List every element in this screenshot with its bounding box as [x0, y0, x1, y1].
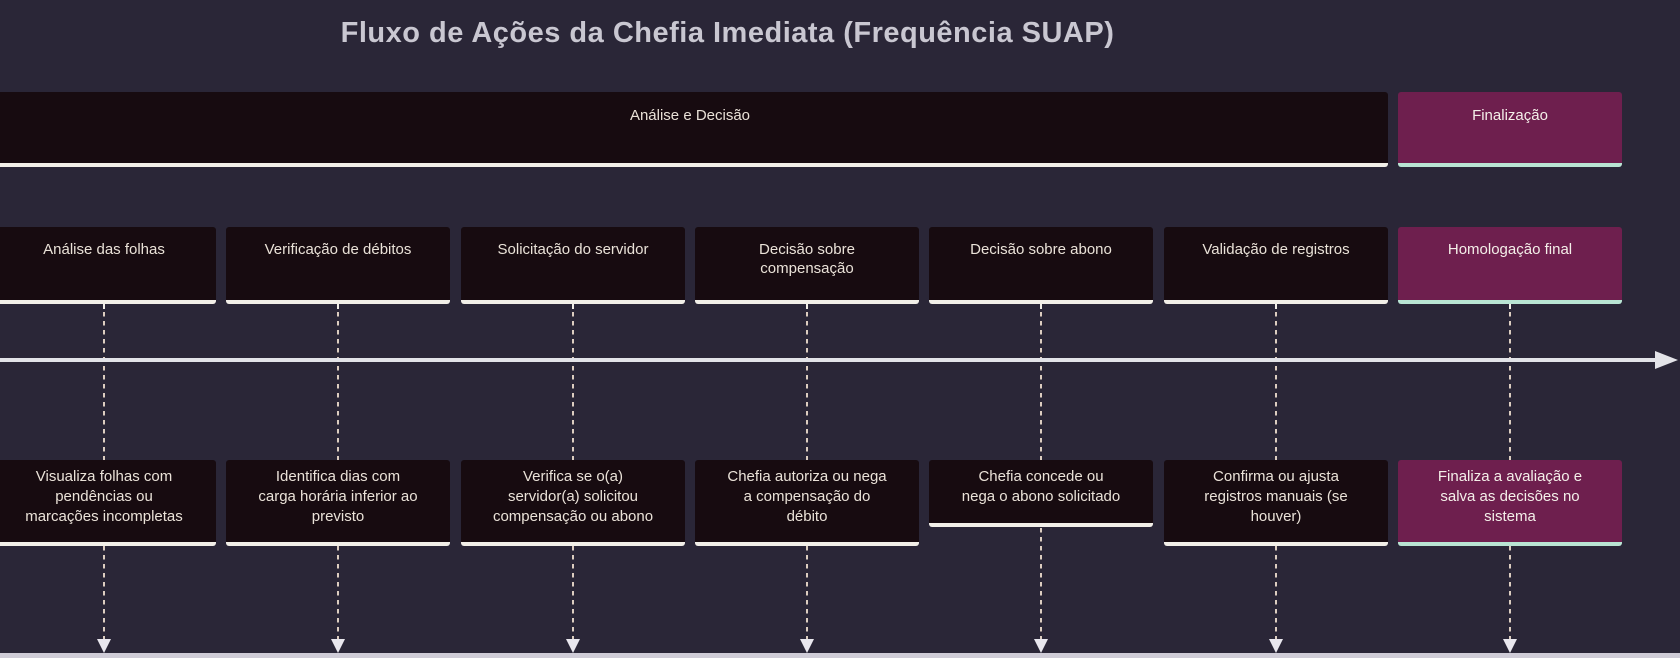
stage-box: Decisão sobre abono	[929, 227, 1153, 304]
timeline-column: Análise das folhas Visualiza folhas com …	[0, 0, 216, 658]
detail-label: Visualiza folhas com pendências ou marca…	[25, 468, 183, 525]
stage-label: Validação de registros	[1202, 241, 1350, 258]
connector-tick	[337, 303, 339, 309]
timeline-column: Homologação final Finaliza a avaliação e…	[1398, 0, 1622, 658]
timeline-axis-arrowhead-icon	[1655, 351, 1678, 369]
stage-label: Solicitação do servidor	[497, 241, 649, 258]
section-band-finalizacao: Finalização	[1398, 92, 1622, 167]
timeline-column: Validação de registros Confirma ou ajust…	[1164, 0, 1388, 658]
connector-tick	[1275, 303, 1277, 309]
down-arrow-icon	[331, 639, 345, 653]
timeline-axis-line	[0, 358, 1657, 362]
timeline-column: Decisão sobre abono Chefia concede ou ne…	[929, 0, 1153, 658]
detail-label: Chefia autoriza ou nega a compensação do…	[727, 468, 887, 525]
stage-box: Validação de registros	[1164, 227, 1388, 304]
stage-label: Decisão sobre abono	[970, 241, 1112, 258]
section-band-analise-e-decisao: Análise e Decisão	[0, 92, 1388, 167]
section-label: Finalização	[1472, 107, 1548, 124]
stage-label: Análise das folhas	[43, 241, 165, 258]
timeline-column: Verificação de débitos Identifica dias c…	[226, 0, 450, 658]
connector-tick	[1040, 303, 1042, 309]
down-arrow-icon	[566, 639, 580, 653]
down-arrow-icon	[97, 639, 111, 653]
detail-box: Chefia concede ou nega o abono solicitad…	[929, 460, 1153, 527]
down-arrow-icon	[800, 639, 814, 653]
detail-label: Chefia concede ou nega o abono solicitad…	[961, 468, 1121, 505]
detail-label: Verifica se o(a) servidor(a) solicitou c…	[492, 468, 654, 525]
detail-label: Finaliza a avaliação e salva as decisões…	[1437, 468, 1583, 525]
down-arrow-icon	[1269, 639, 1283, 653]
connector-tick	[806, 303, 808, 309]
detail-box: Identifica dias com carga horária inferi…	[226, 460, 450, 546]
down-arrow-icon	[1503, 639, 1517, 653]
connector-tick	[103, 303, 105, 309]
timeline-column: Decisão sobre compensação Chefia autoriz…	[695, 0, 919, 658]
timeline-column: Solicitação do servidor Verifica se o(a)…	[461, 0, 685, 658]
stage-box: Decisão sobre compensação	[695, 227, 919, 304]
stage-label: Verificação de débitos	[264, 241, 412, 258]
connector-tick	[1509, 303, 1511, 309]
detail-box: Finaliza a avaliação e salva as decisões…	[1398, 460, 1622, 546]
diagram-title: Fluxo de Ações da Chefia Imediata (Frequ…	[340, 17, 1115, 49]
connector-tick	[572, 303, 574, 309]
detail-label: Confirma ou ajusta registros manuais (se…	[1204, 468, 1348, 525]
stage-label: Decisão sobre compensação	[759, 241, 855, 277]
stage-label: Homologação final	[1447, 241, 1573, 258]
stage-box: Verificação de débitos	[226, 227, 450, 304]
stage-box: Homologação final	[1398, 227, 1622, 304]
stage-box: Solicitação do servidor	[461, 227, 685, 304]
bottom-strip	[0, 653, 1680, 658]
detail-box: Verifica se o(a) servidor(a) solicitou c…	[461, 460, 685, 546]
section-label: Análise e Decisão	[629, 107, 751, 124]
detail-box: Visualiza folhas com pendências ou marca…	[0, 460, 216, 546]
detail-box: Confirma ou ajusta registros manuais (se…	[1164, 460, 1388, 546]
detail-label: Identifica dias com carga horária inferi…	[258, 468, 418, 525]
detail-box: Chefia autoriza ou nega a compensação do…	[695, 460, 919, 546]
stage-box: Análise das folhas	[0, 227, 216, 304]
down-arrow-icon	[1034, 639, 1048, 653]
